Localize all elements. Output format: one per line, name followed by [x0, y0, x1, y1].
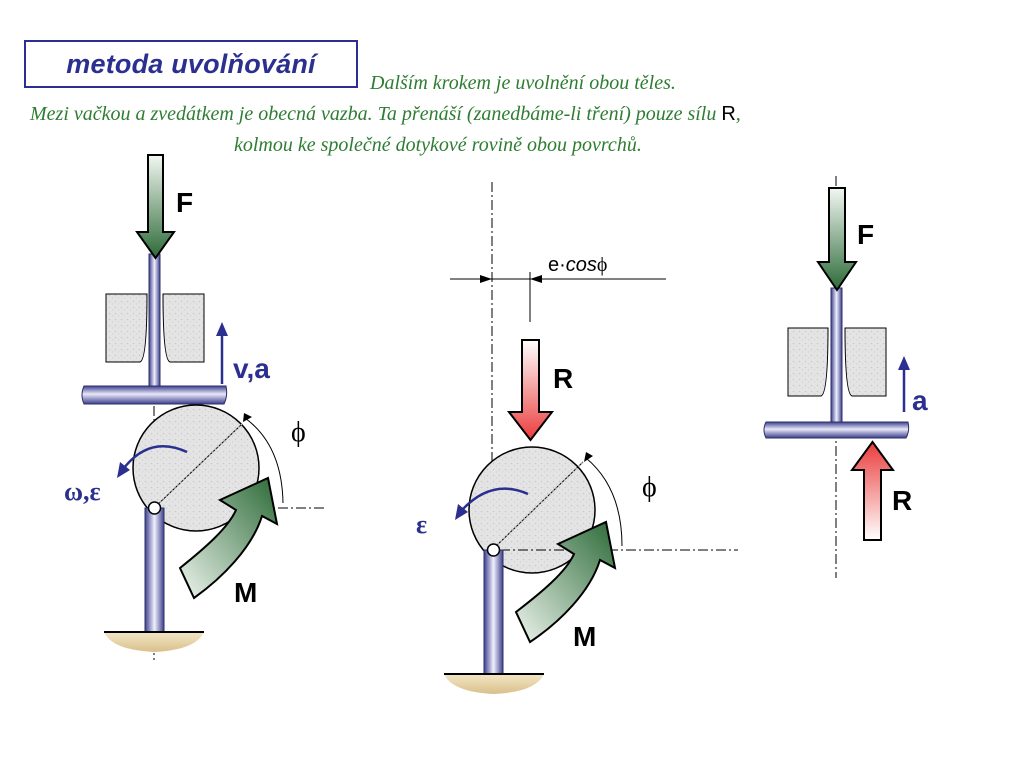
mid-epsilon-label: ε	[416, 510, 427, 539]
mid-phi-label: ϕ	[642, 472, 657, 503]
right-reaction-arrow	[850, 440, 895, 541]
left-support-rod	[144, 507, 165, 633]
left-rotation-arrow	[123, 444, 188, 469]
left-phi-arrowhead	[243, 413, 252, 422]
left-base	[104, 632, 204, 652]
left-omega-label: ω,ε	[64, 477, 101, 506]
left-force-arrow	[135, 154, 176, 260]
left-guide-block-left	[105, 293, 148, 363]
middle-assembly: e·cosϕ R ϕ ε M	[416, 182, 738, 694]
mid-pivot-joint	[486, 543, 501, 557]
mid-dim-e: e·	[548, 254, 566, 276]
mid-dim-label: e·cosϕ	[548, 254, 607, 276]
right-accel-arrowhead	[898, 356, 910, 370]
text-line-2-main: Mezi vačkou a zvedátkem je obecná vazba.…	[30, 103, 722, 125]
left-phi-label: ϕ	[291, 417, 306, 448]
left-velocity-label: v,a	[233, 353, 270, 384]
mid-moment-arrow	[514, 520, 617, 644]
left-phi-arc	[244, 417, 284, 504]
left-force-label: F	[176, 187, 193, 218]
left-follower-rod	[148, 253, 161, 389]
right-guide-block-left	[787, 327, 829, 397]
title-box: metoda uvolňování	[24, 40, 358, 88]
mid-support-rod	[483, 549, 504, 675]
mid-eccentricity-line-inner	[491, 461, 584, 551]
text-line-2: Mezi vačkou a zvedátkem je obecná vazba.…	[30, 103, 741, 126]
mid-phi-arc	[585, 457, 623, 547]
right-accel-label: a	[912, 385, 928, 416]
left-pivot-joint	[147, 501, 162, 515]
left-velocity-arrowhead	[216, 322, 228, 336]
mid-moment-label: M	[573, 621, 596, 652]
text-line-2-end: ,	[735, 103, 741, 125]
right-force-arrow	[816, 187, 858, 292]
mid-dim-phi: ϕ	[597, 254, 608, 276]
mid-dim-cos: cos	[566, 254, 597, 276]
right-assembly: F a R	[763, 176, 928, 578]
mid-reaction-label: R	[553, 363, 573, 394]
right-force-label: F	[857, 219, 874, 250]
left-moment-label: M	[234, 577, 257, 608]
left-follower-plate	[81, 385, 228, 405]
right-reaction-label: R	[892, 485, 912, 516]
right-follower-rod	[830, 287, 843, 423]
right-guide-block-right	[844, 327, 887, 397]
text-line-2-symbol: R	[721, 103, 736, 125]
text-line-1: Dalším krokem je uvolnění obou těles.	[370, 72, 676, 94]
mid-dim-arrow-left	[480, 275, 492, 283]
right-follower-plate	[763, 421, 910, 439]
text-line-3: kolmou ke společné dotykové rovině obou …	[234, 134, 642, 156]
mid-base	[444, 674, 544, 694]
mid-dim-arrow-right	[530, 275, 542, 283]
mid-phi-arrowhead	[584, 452, 593, 462]
mid-rotation-arrow	[461, 487, 529, 511]
left-moment-arrow	[178, 476, 279, 600]
left-rotation-arrowhead	[117, 462, 130, 478]
mid-reaction-arrow	[506, 339, 555, 442]
left-assembly: F v,a ϕ ω,ε M	[64, 154, 325, 660]
slide-title: metoda uvolňování	[66, 48, 316, 79]
mid-rotation-arrowhead	[455, 504, 468, 520]
left-eccentricity-line-inner	[153, 423, 243, 509]
left-guide-block-right	[162, 293, 205, 363]
